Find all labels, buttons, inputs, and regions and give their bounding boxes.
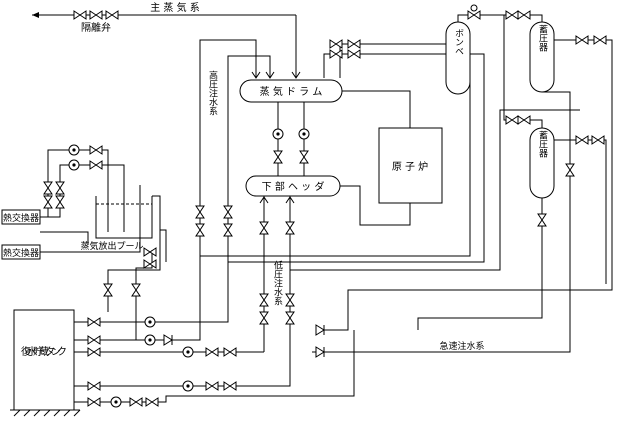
reactor-label: 原 子 炉 (392, 161, 428, 173)
emergency-check-valve-2 (315, 346, 325, 358)
accumulator-2-label: 蓄圧器 (537, 129, 548, 157)
isolation-valve-2 (89, 10, 103, 20)
downcomer-valve-2 (299, 150, 309, 164)
emergency-injection-label: 急速注水系 (439, 340, 484, 352)
hp-check-valve (163, 334, 173, 346)
pool-pump-2 (68, 159, 80, 171)
cylinder-valve (467, 10, 481, 20)
lp-valve-1 (259, 221, 269, 235)
isolation-valve-label: 隔離弁 (81, 21, 111, 34)
hx-valve-1 (43, 181, 53, 195)
pool-valve-2 (89, 160, 103, 170)
lp-line-valve-1 (205, 347, 219, 357)
cylinder-regulator-icon (470, 4, 478, 12)
accumulator-outlet-valve-2 (593, 35, 607, 45)
heat-exchanger-1-label: 熱交換器 (3, 212, 39, 224)
hp-valve-1 (195, 205, 205, 219)
return-lines (199, 43, 580, 271)
hx-valve-2 (55, 181, 65, 195)
lp-pump (182, 346, 194, 358)
isolation-valve-3 (105, 10, 119, 20)
cylinder-label: ボンベ (453, 28, 464, 55)
pool-outlet-valve-2 (143, 259, 157, 269)
suppression-pool (95, 180, 153, 239)
emergency-line-valve-1 (205, 381, 219, 391)
drain-line-valve-2 (145, 397, 159, 407)
accumulator-inlet-valve-1 (505, 10, 519, 20)
downcomer-valve-1 (273, 150, 283, 164)
drum-inlet-valve-4 (347, 49, 361, 59)
heat-exchanger-2-label: 熱交換器 (3, 247, 39, 259)
drain-pump (110, 396, 122, 408)
emergency-pump (182, 380, 194, 392)
pool-outlet-valve-1 (143, 247, 157, 257)
lp-valve-5 (285, 293, 295, 307)
pool-drain-valve-2 (131, 283, 141, 297)
hp-injection-lines (199, 39, 275, 320)
steam-drum-label: 蒸 気 ド ラ ム (260, 85, 323, 98)
circulation-pump-2 (298, 128, 310, 140)
circulation-pump-1 (272, 128, 284, 140)
tank-valve-2 (87, 335, 101, 345)
drain-line-valve-1 (129, 397, 143, 407)
tank-valve-5 (87, 397, 101, 407)
drum-inlet-valve-3 (329, 49, 343, 59)
ground-hatch (10, 409, 81, 417)
isolation-valve-1 (73, 10, 87, 20)
accumulator-1-label: 蓄圧器 (537, 23, 548, 51)
hp-valve-2 (195, 223, 205, 237)
emergency-line-valve-2 (223, 381, 237, 391)
accumulator-drain-valve (537, 213, 547, 227)
pool-pump-1 (68, 144, 80, 156)
lp-valve-3 (259, 293, 269, 307)
accumulator-inlet-valve-2 (517, 10, 531, 20)
lp-valve-6 (285, 311, 295, 325)
accumulator-bypass-valve (565, 163, 575, 177)
drum-inlet-valve-1 (329, 39, 343, 49)
emergency-check-valve-1 (315, 324, 325, 336)
tank-valve-1 (87, 317, 101, 327)
accumulator-inlet-valve-4 (517, 115, 531, 125)
main-steam-line (32, 12, 301, 79)
condensate-storage-tank (13, 309, 75, 411)
accumulator-outlet-valve-3 (575, 135, 589, 145)
storage-tank-label: 復 水 貯 蔵 タ ン ク (21, 345, 67, 358)
hp-valve-3 (223, 205, 233, 219)
main-steam-label: 主 蒸 気 系 (150, 1, 200, 14)
hx-valve-4 (55, 195, 65, 209)
hp-pump-1 (144, 316, 156, 328)
tank-valve-4 (87, 381, 101, 391)
accumulator-outlet-valve-4 (591, 135, 605, 145)
downcomer-lines (277, 102, 305, 176)
suppression-pool-label: 蒸気放出プール (80, 240, 143, 252)
lp-injection-label: 低圧注水系 (272, 259, 283, 305)
reactor-connections (340, 90, 411, 226)
accumulator-inlet-valve-3 (505, 115, 519, 125)
tank-valve-3 (87, 347, 101, 357)
drum-inlet-valve-2 (347, 39, 361, 49)
pool-drain-valve-1 (103, 283, 113, 297)
accumulator-outlet-valve-1 (575, 35, 589, 45)
lower-header-label: 下 部 ヘ ッ ダ (262, 180, 325, 193)
pool-valve-1 (89, 145, 103, 155)
lp-valve-4 (259, 311, 269, 325)
lp-line-valve-2 (223, 347, 237, 357)
lp-valve-2 (285, 221, 295, 235)
hp-pump-2 (144, 334, 156, 346)
tank-discharge-lines (74, 320, 355, 403)
hp-valve-4 (223, 223, 233, 237)
hx-valve-3 (43, 195, 53, 209)
hp-injection-label: 高圧注水系 (207, 69, 218, 115)
